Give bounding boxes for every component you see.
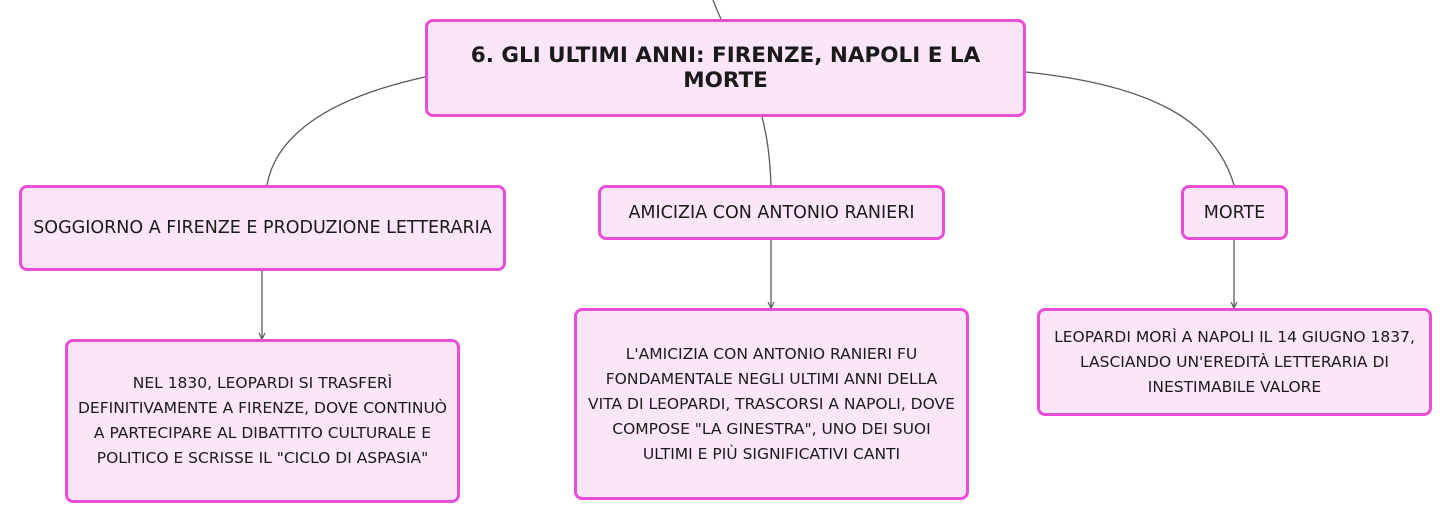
detail-amicizia-ranieri-text: L'AMICIZIA CON ANTONIO RANIERI FU FONDAM…: [588, 344, 955, 463]
root-topic[interactable]: 6. GLI ULTIMI ANNI: FIRENZE, NAPOLI E LA…: [425, 19, 1026, 117]
root-topic-label: 6. GLI ULTIMI ANNI: FIRENZE, NAPOLI E LA…: [470, 43, 981, 93]
detail-soggiorno-firenze-text: NEL 1830, LEOPARDI SI TRASFERÌ DEFINITIV…: [78, 374, 448, 467]
detail-morte[interactable]: LEOPARDI MORÌ A NAPOLI IL 14 GIUGNO 1837…: [1037, 308, 1432, 416]
connector-parent-to-root: [712, 0, 722, 20]
connector-root-to-branch-1: [266, 76, 426, 186]
connector-root-to-branch-2: [761, 116, 772, 186]
detail-amicizia-ranieri[interactable]: L'AMICIZIA CON ANTONIO RANIERI FU FONDAM…: [574, 308, 969, 500]
topic-morte[interactable]: MORTE: [1181, 185, 1288, 240]
topic-soggiorno-firenze-label: SOGGIORNO A FIRENZE E PRODUZIONE LETTERA…: [33, 218, 492, 238]
topic-soggiorno-firenze[interactable]: SOGGIORNO A FIRENZE E PRODUZIONE LETTERA…: [19, 185, 506, 271]
detail-morte-text: LEOPARDI MORÌ A NAPOLI IL 14 GIUGNO 1837…: [1054, 327, 1415, 396]
topic-amicizia-ranieri[interactable]: AMICIZIA CON ANTONIO RANIERI: [598, 185, 945, 240]
detail-soggiorno-firenze[interactable]: NEL 1830, LEOPARDI SI TRASFERÌ DEFINITIV…: [65, 339, 460, 503]
connector-root-to-branch-3: [1025, 71, 1235, 186]
topic-amicizia-ranieri-label: AMICIZIA CON ANTONIO RANIERI: [628, 202, 915, 223]
topic-morte-label: MORTE: [1203, 202, 1266, 223]
